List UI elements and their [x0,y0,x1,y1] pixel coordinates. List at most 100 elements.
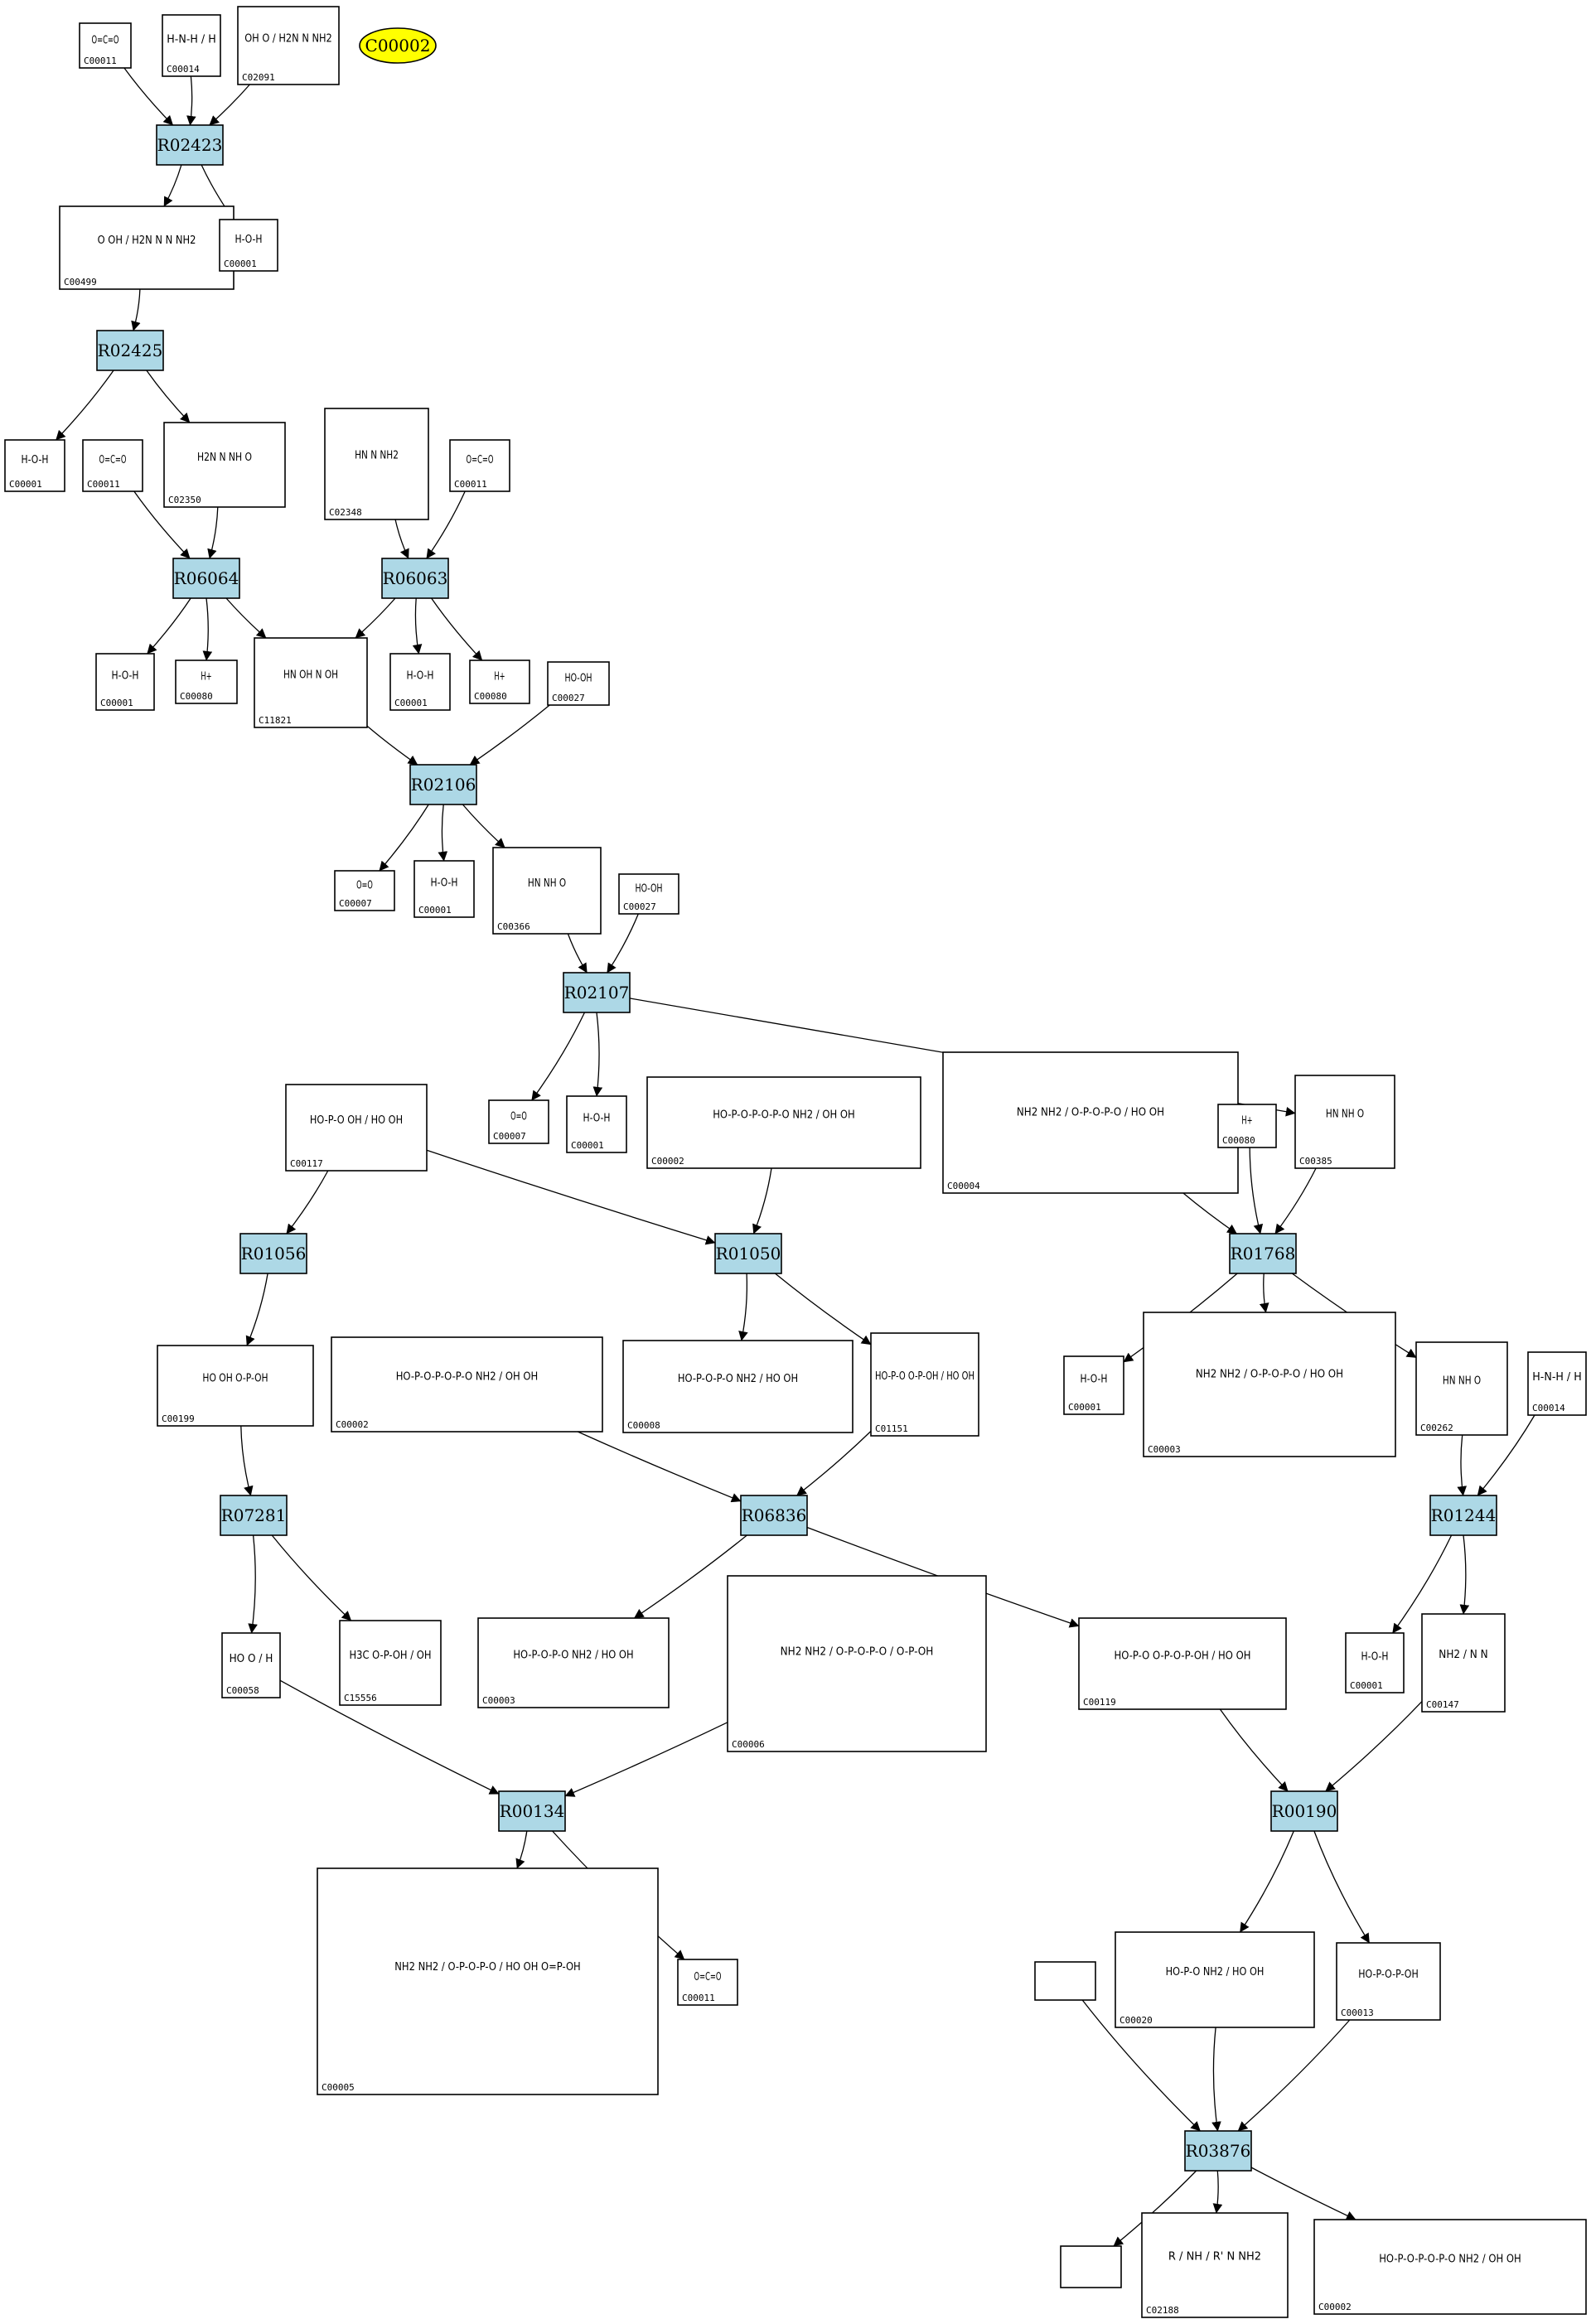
reaction-node[interactable]: R06836 [740,1495,808,1536]
edge-arrow [394,519,409,559]
compound-id-label: C00002 [651,1156,684,1167]
compound-id-label: C11821 [259,715,292,726]
reaction-node[interactable]: R03876 [1184,2130,1252,2172]
compound-structure: NH2 NH2 / O-P-O-P-O / O-P-OH [781,1645,934,1658]
target-compound-node[interactable]: C00002 [359,27,437,64]
edge-arrow [426,490,466,559]
reaction-node[interactable]: R01050 [714,1233,782,1274]
compound-node[interactable]: H+C00080 [469,660,530,704]
compound-structure: H-N-H / H [167,33,215,46]
compound-node[interactable] [1060,2245,1122,2288]
compound-id-label: C00147 [1426,1699,1459,1710]
compound-structure: O=C=O [99,454,127,466]
compound-id-label: C00058 [226,1685,259,1696]
compound-id-label: C00013 [1341,2008,1374,2018]
compound-node[interactable]: H+C00080 [175,660,238,704]
compound-node[interactable] [1034,1961,1096,2001]
reaction-id-label: R03876 [1186,2141,1251,2161]
edge-arrow [469,704,550,766]
edge-arrow [1259,1273,1269,1313]
reaction-node[interactable]: R01056 [239,1233,307,1274]
reaction-node[interactable]: R00190 [1270,1790,1338,1832]
reaction-node[interactable]: R01244 [1429,1495,1497,1536]
edge-arrow [1237,2019,1351,2132]
edge-arrow [207,506,219,559]
compound-structure: HO-P-O-P-OH [1358,1969,1419,1981]
reaction-node[interactable]: R02107 [563,972,631,1013]
compound-structure: HO-P-O-P-O NH2 / HO OH [513,1650,633,1662]
compound-node[interactable]: HO-P-O-P-OH C00013 [1336,1942,1441,2021]
reaction-node[interactable]: R06064 [172,558,240,599]
compound-node[interactable]: NH2 NH2 / O-P-O-P-O / O-P-OH C00006 [727,1575,987,1752]
edge-arrow [1219,1708,1289,1792]
compound-structure: OH O / H2N N NH2 [244,32,332,45]
reaction-id-label: R01056 [241,1244,307,1263]
edge-arrow [366,725,418,766]
reaction-node[interactable]: R02106 [409,764,477,805]
compound-id-label: C00006 [732,1739,765,1750]
reaction-node[interactable]: R06063 [381,558,449,599]
reaction-id-label: R01244 [1431,1505,1497,1525]
compound-structure: HO-P-O-P-O NH2 / HO OH [678,1373,798,1385]
reaction-node[interactable]: R01768 [1229,1233,1297,1274]
edge-arrow [1239,1830,1294,1933]
compound-node[interactable]: H+C00080 [1217,1104,1277,1148]
compound-node[interactable]: H-N-H / H C00014 [162,14,221,77]
compound-id-label: C00080 [474,691,507,702]
reaction-node[interactable]: R02423 [156,124,224,166]
reaction-node[interactable]: R02425 [96,330,164,371]
compound-id-label: C00080 [1222,1135,1255,1146]
reaction-node[interactable]: R00134 [498,1790,566,1832]
edge-arrow [355,597,396,639]
edge-arrow [1249,1147,1264,1234]
reaction-id-label: R02425 [98,341,163,360]
compound-id-label: C00014 [167,64,200,75]
reaction-node[interactable]: R07281 [220,1495,288,1536]
compound-id-label: C00001 [100,698,133,708]
compound-structure: NH2 NH2 / O-P-O-P-O / HO OH [1196,1368,1343,1380]
reaction-id-label: R02107 [564,983,630,1003]
